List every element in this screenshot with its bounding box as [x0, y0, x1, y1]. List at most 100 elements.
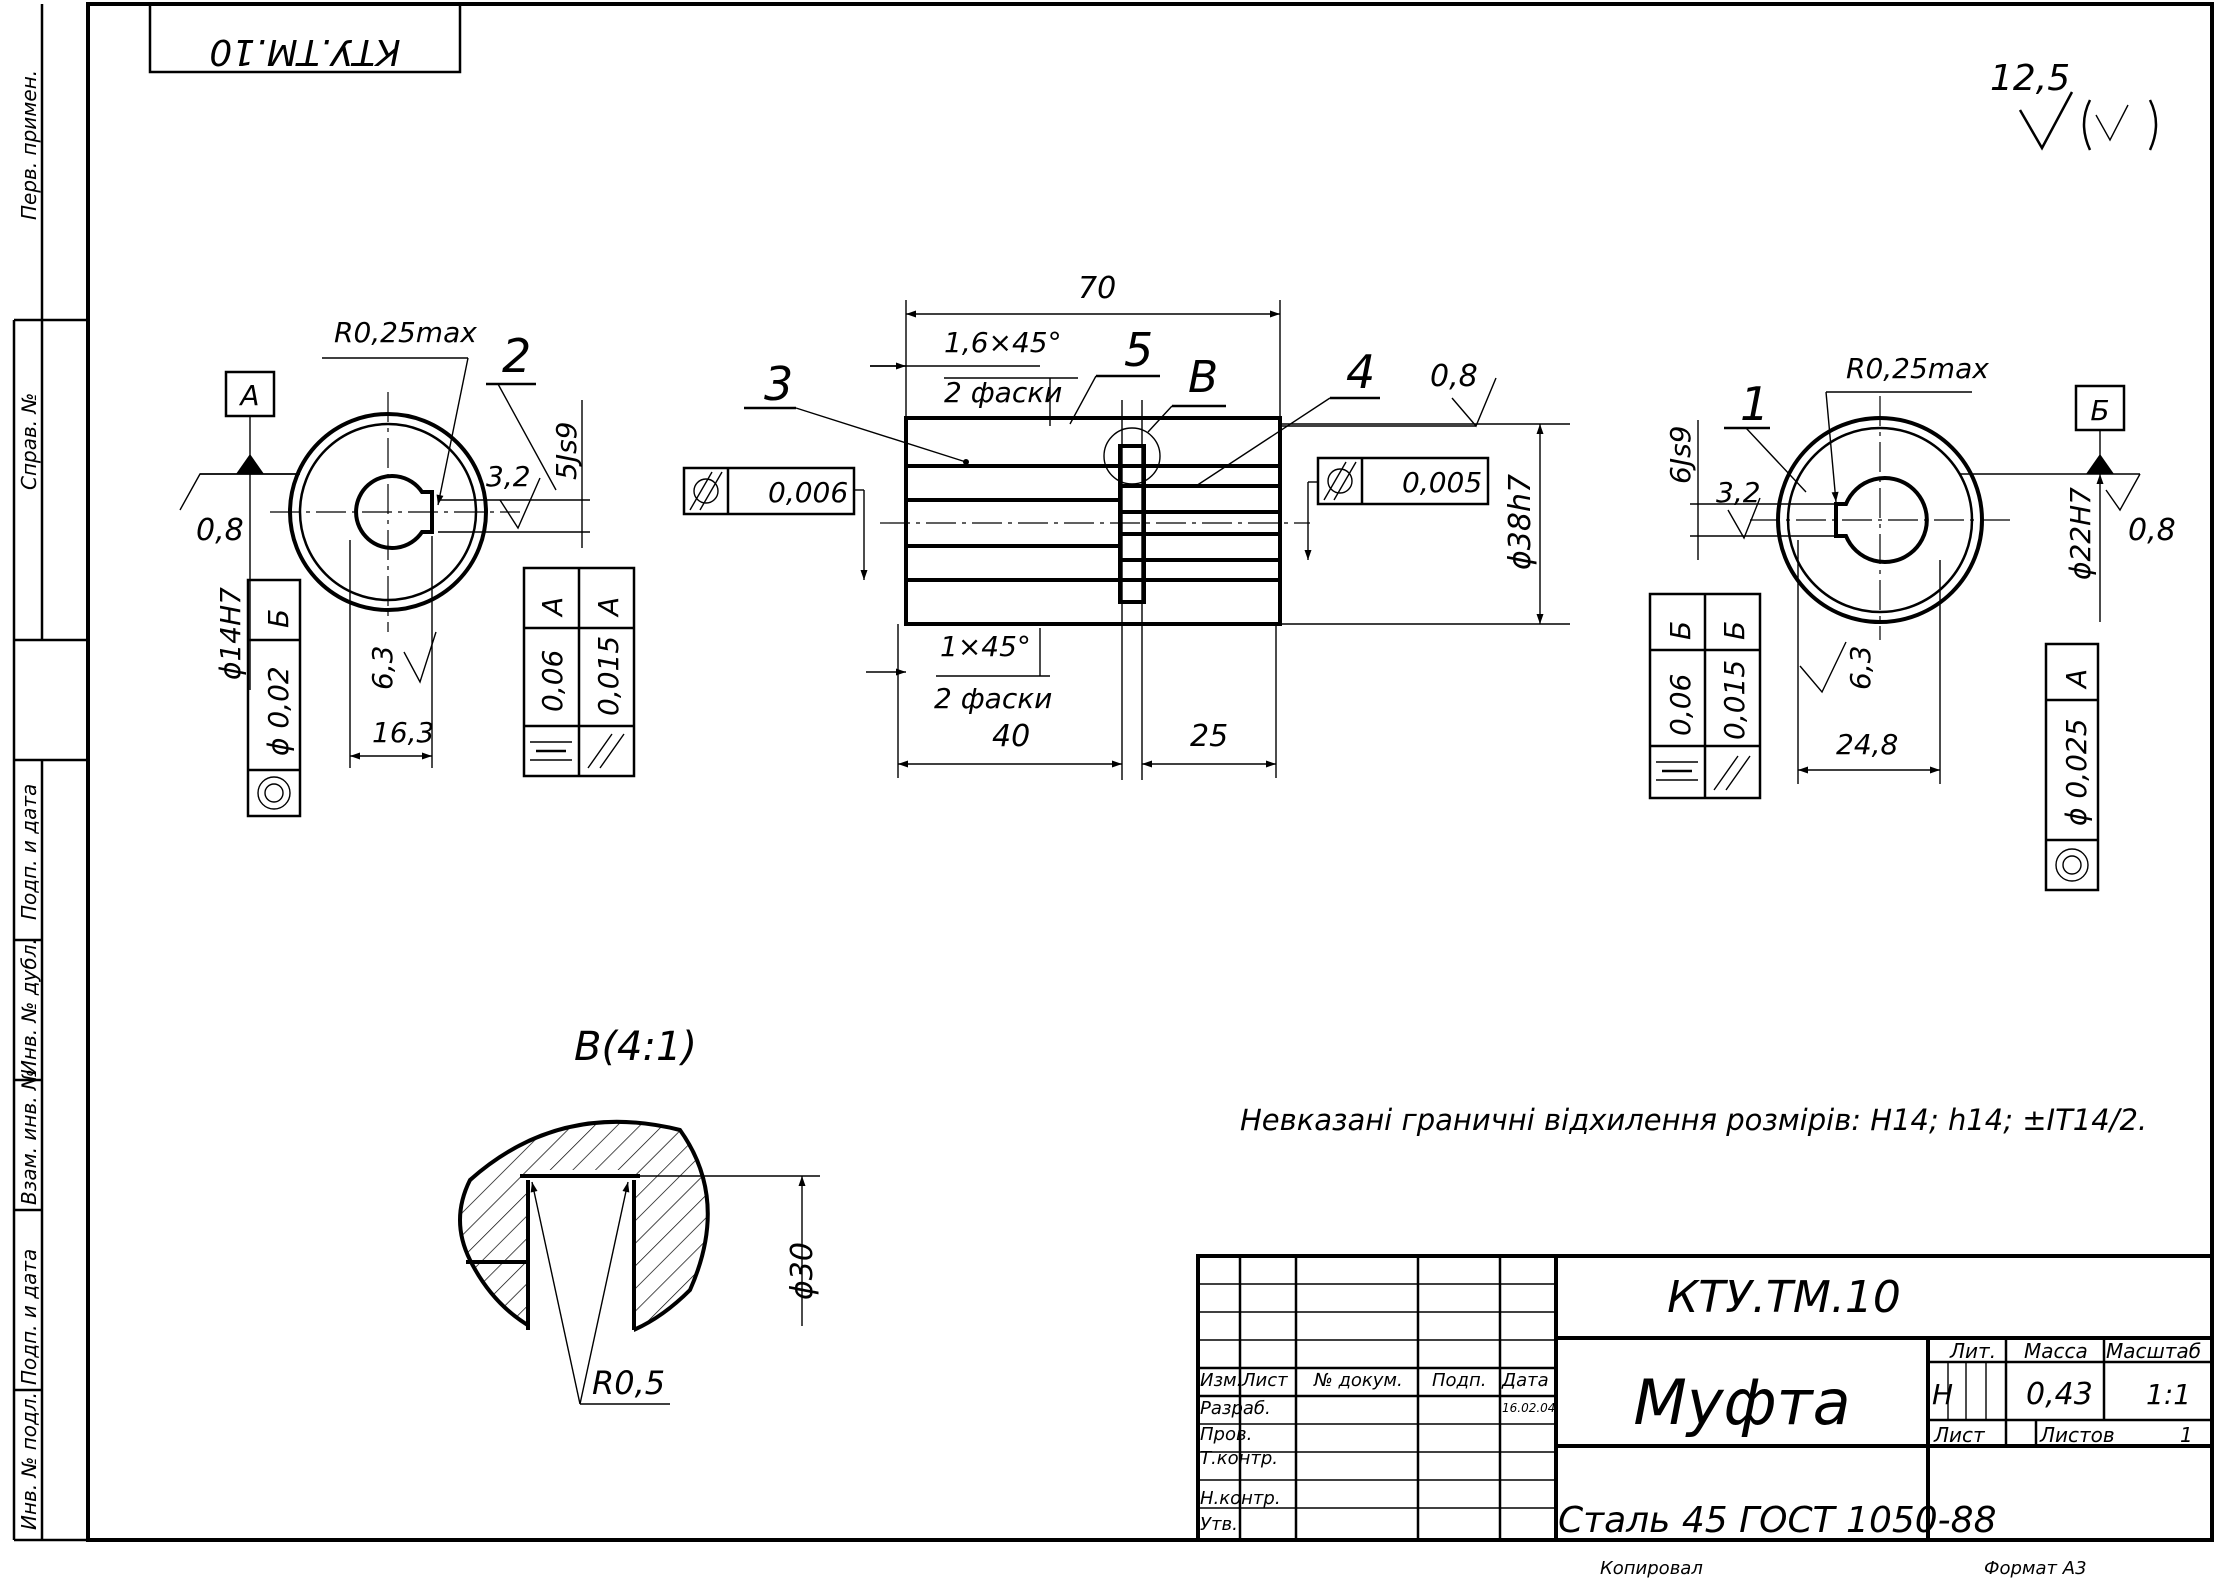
inverted-code-box: КТУ.ТМ.10: [148, 4, 462, 74]
right-datum-label: Б: [2090, 394, 2109, 427]
left-fcf-parallel-datum: А: [592, 597, 625, 618]
detail-title: В(4:1): [574, 1024, 697, 1070]
center-item5: 5: [1124, 323, 1153, 377]
tb-scale-value: 1:1: [2146, 1378, 2191, 1411]
title-block: Изм. Лист № докум. Подп. Дата Разраб. Пр…: [1196, 1254, 2214, 1542]
center-item4: 4: [1346, 345, 1375, 399]
left-parallel-icon: [587, 733, 625, 769]
left-key-tolerance: 5Js9: [550, 422, 583, 480]
center-section-view: 70 1,6×45° 2 фаски 3 5 В 4 0,8 ϕ38h7: [682, 271, 1570, 780]
copied-label: Копировал: [1600, 1558, 1703, 1579]
right-fcf-parallel-datum: Б: [1718, 621, 1751, 640]
cylindricity-icon-right: [1323, 461, 1357, 501]
tb-code: КТУ.ТМ.10: [1667, 1272, 1901, 1323]
left-roughness-key: 3,2: [486, 460, 531, 493]
tb-row-nkontr: Н.контр.: [1200, 1488, 1281, 1509]
tb-row-razrab: Разраб.: [1200, 1398, 1271, 1419]
side-label-inv-podl: Инв. № подл.: [17, 1392, 41, 1530]
format-label: Формат А3: [1984, 1558, 2087, 1579]
sheet-frame: [12, 2, 2214, 1542]
tb-scale-label: Масштаб: [2106, 1339, 2201, 1363]
tb-date: 16.02.04: [1502, 1401, 1555, 1415]
right-symmetry-icon: [1656, 761, 1698, 781]
right-bore-dim: ϕ22H7: [2064, 487, 2097, 580]
right-fcf-parallel-value: 0,015: [1718, 660, 1751, 740]
tb-sheets-label: Листов: [2039, 1423, 2115, 1447]
tb-header-data: Дата: [1501, 1370, 1549, 1391]
center-dim-25: 25: [1190, 719, 1228, 754]
tb-sheets-value: 1: [2180, 1423, 2193, 1447]
right-parallel-icon: [1713, 755, 1751, 791]
inverted-code-text: КТУ.ТМ.10: [209, 31, 400, 72]
left-radius-label: R0,25max: [334, 316, 477, 349]
center-detail-ref: В: [1188, 352, 1218, 403]
right-fcf-symmetry-value: 0,06: [1664, 674, 1697, 736]
left-bore-dim: ϕ14H7: [214, 587, 247, 680]
side-label-podp2: Подп. и дата: [17, 1249, 41, 1385]
left-symmetry-icon: [530, 741, 572, 761]
tb-row-utv: Утв.: [1200, 1514, 1238, 1535]
center-chamfer-bottom-note: 2 фаски: [934, 682, 1052, 715]
side-label-inv-dubl: Инв. № дубл.: [17, 938, 41, 1075]
left-fcf-concentric-value: ϕ 0,02: [262, 666, 295, 756]
center-roughness: 0,8: [1430, 359, 1478, 394]
center-chamfer-bottom: 1×45°: [940, 630, 1031, 663]
tb-lit-value: Н: [1932, 1378, 1953, 1411]
left-end-view: А 0,8 ϕ14H7 R0,25max 2 3,2 5Js9 6,3 16,3: [179, 316, 636, 818]
left-roughness-outer: 0,8: [196, 513, 244, 548]
right-item-number: 1: [1740, 377, 1769, 431]
detail-diameter: ϕ30: [785, 1242, 820, 1300]
right-roughness-outer: 0,8: [2128, 513, 2176, 548]
center-outer-diameter: ϕ38h7: [1503, 474, 1538, 570]
side-label-vzam: Взам. инв. №: [17, 1069, 41, 1205]
right-roughness-key2: 6,3: [1844, 645, 1877, 690]
tb-row-prov: Пров.: [1200, 1424, 1252, 1445]
tb-header-izm: Изм.: [1200, 1370, 1242, 1391]
left-fcf-symmetry-value: 0,06: [536, 650, 569, 712]
right-fcf-concentric-datum: А: [2060, 669, 2093, 690]
general-roughness: 12,5: [1990, 58, 2158, 151]
general-roughness-value: 12,5: [1990, 58, 2070, 99]
left-key-depth: 16,3: [372, 716, 434, 749]
side-label-sprav: Справ. №: [17, 393, 41, 490]
right-end-view: Б 0,8 ϕ22H7 R0,25max 1 6Js9 3,2 6,3 24,8: [1648, 352, 2176, 892]
side-label-perv: Перв. примен.: [17, 70, 41, 220]
left-fcf-parallel-value: 0,015: [592, 636, 625, 716]
right-radius-label: R0,25max: [1846, 352, 1989, 385]
left-item-number: 2: [502, 329, 531, 383]
tb-sheet-label: Лист: [1933, 1423, 1986, 1447]
center-dim-40: 40: [992, 719, 1030, 754]
tb-mass-value: 0,43: [2026, 1377, 2093, 1412]
tb-header-podp: Подп.: [1432, 1370, 1486, 1391]
detail-radius: R0,5: [592, 1364, 665, 1402]
tb-lit-label: Лит.: [1949, 1339, 1996, 1363]
center-length-dim: 70: [1078, 271, 1116, 306]
tb-row-tkontr: Т.контр.: [1200, 1448, 1278, 1469]
center-chamfer-top-note: 2 фаски: [944, 376, 1062, 409]
right-fcf-symmetry-datum: Б: [1664, 621, 1697, 640]
tb-material: Сталь 45 ГОСТ 1050-88: [1558, 1500, 1996, 1541]
center-fcf-right-value: 0,005: [1402, 466, 1482, 499]
left-fcf-symmetry-datum: А: [536, 597, 569, 618]
left-concentricity-icon: [257, 776, 291, 810]
side-label-podp1: Подп. и дата: [17, 784, 41, 920]
tb-mass-label: Масса: [2024, 1339, 2088, 1363]
left-fcf-concentric-datum: Б: [262, 609, 295, 628]
detail-view: В(4:1) ϕ30 R0,5: [458, 1024, 820, 1405]
center-fcf-left-value: 0,006: [768, 476, 848, 509]
left-datum-label: А: [238, 379, 259, 412]
right-concentricity-icon: [2055, 848, 2089, 882]
tb-header-dokum: № докум.: [1313, 1370, 1403, 1391]
cylindricity-icon-left: [689, 471, 723, 511]
right-fcf-concentric-value: ϕ 0,025: [2060, 718, 2093, 826]
side-column-labels: Перв. примен. Справ. № Подп. и дата Инв.…: [17, 70, 41, 1530]
center-chamfer-top: 1,6×45°: [944, 326, 1062, 359]
tb-name: Муфта: [1633, 1366, 1850, 1439]
tb-header-list: Лист: [1241, 1370, 1288, 1391]
right-roughness-key: 3,2: [1716, 476, 1761, 509]
right-key-depth: 24,8: [1836, 728, 1898, 761]
center-item3: 3: [764, 357, 793, 411]
left-roughness-key2: 6,3: [366, 645, 399, 690]
right-key-tolerance: 6Js9: [1664, 426, 1697, 484]
